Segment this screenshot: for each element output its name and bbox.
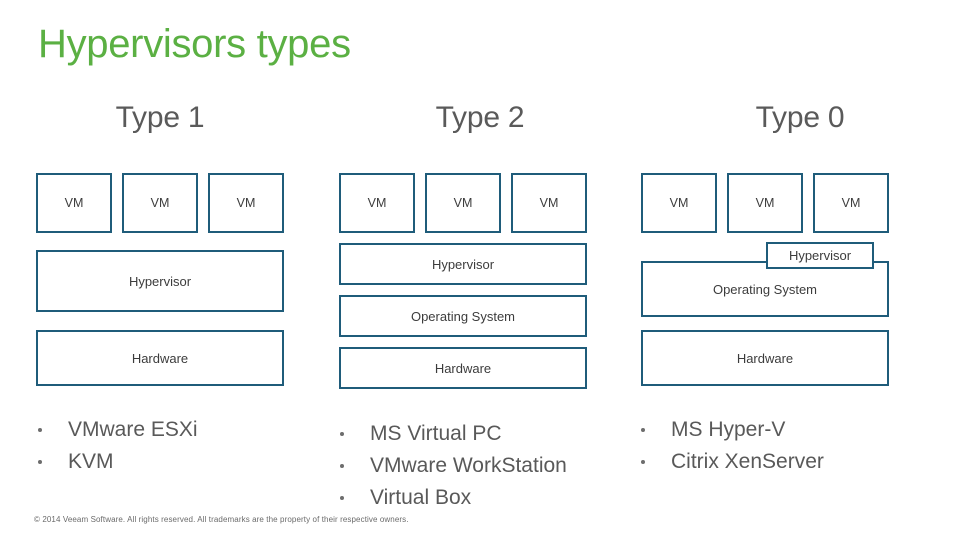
type1-hypervisor-box: Hypervisor <box>36 250 284 312</box>
list-item: VMware ESXi <box>38 414 198 446</box>
list-item: KVM <box>38 446 198 478</box>
type2-examples-list: MS Virtual PC VMware WorkStation Virtual… <box>340 418 567 514</box>
type0-operating-system-box: Operating System <box>641 261 889 317</box>
type1-vm-box-1: VM <box>36 173 112 233</box>
type1-examples-list: VMware ESXi KVM <box>38 414 198 478</box>
bullet-dot-icon <box>340 496 344 500</box>
type0-hypervisor-box: Hypervisor <box>766 242 874 269</box>
type2-hardware-box: Hardware <box>339 347 587 389</box>
bullet-dot-icon <box>641 460 645 464</box>
type0-vm-box-3: VM <box>813 173 889 233</box>
bullet-dot-icon <box>38 460 42 464</box>
type0-hardware-box: Hardware <box>641 330 889 386</box>
page-title: Hypervisors types <box>38 22 351 66</box>
type2-example-label-1: MS Virtual PC <box>370 422 502 445</box>
bullet-dot-icon <box>340 464 344 468</box>
column-type1: Type 1 <box>0 0 320 540</box>
list-item: Virtual Box <box>340 482 567 514</box>
type0-vm-box-2: VM <box>727 173 803 233</box>
list-item: MS Hyper-V <box>641 414 824 446</box>
type0-example-label-1: MS Hyper-V <box>671 418 786 441</box>
type0-examples-list: MS Hyper-V Citrix XenServer <box>641 414 824 478</box>
column-type2: Type 2 <box>320 0 640 540</box>
bullet-dot-icon <box>340 432 344 436</box>
list-item: VMware WorkStation <box>340 450 567 482</box>
column-heading-type2: Type 2 <box>435 101 525 134</box>
type2-example-label-2: VMware WorkStation <box>370 454 567 477</box>
column-heading-type1: Type 1 <box>115 101 205 134</box>
column-type0: Type 0 <box>640 0 960 540</box>
type2-example-label-3: Virtual Box <box>370 486 472 509</box>
bullet-dot-icon <box>38 428 42 432</box>
type1-example-label-2: KVM <box>68 450 114 473</box>
type1-vm-box-3: VM <box>208 173 284 233</box>
bullet-dot-icon <box>641 428 645 432</box>
type2-hypervisor-box: Hypervisor <box>339 243 587 285</box>
type0-example-label-2: Citrix XenServer <box>671 450 824 473</box>
type2-vm-box-3: VM <box>511 173 587 233</box>
list-item: Citrix XenServer <box>641 446 824 478</box>
copyright-footer: © 2014 Veeam Software. All rights reserv… <box>34 515 409 524</box>
type2-vm-box-1: VM <box>339 173 415 233</box>
type0-vm-box-1: VM <box>641 173 717 233</box>
list-item: MS Virtual PC <box>340 418 567 450</box>
column-heading-type0: Type 0 <box>755 101 845 134</box>
type2-vm-box-2: VM <box>425 173 501 233</box>
type2-operating-system-box: Operating System <box>339 295 587 337</box>
type1-vm-box-2: VM <box>122 173 198 233</box>
type1-example-label-1: VMware ESXi <box>68 418 198 441</box>
type1-hardware-box: Hardware <box>36 330 284 386</box>
